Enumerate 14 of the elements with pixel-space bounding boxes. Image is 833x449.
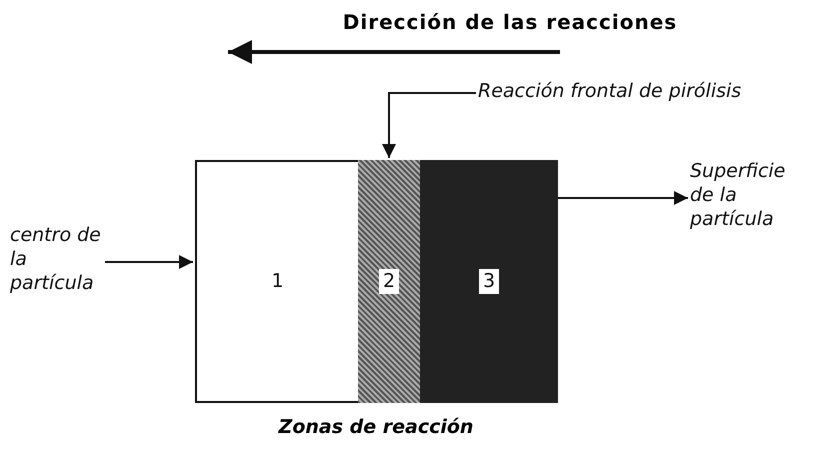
arrow [558,191,688,205]
text-label: Superficie de la partícula [690,160,786,232]
zone-box [420,160,558,403]
heading-text: Dirección de las reacciones [342,10,678,34]
zone-number: 3 [478,269,500,294]
arrow [382,92,476,158]
text-label: centro de la partícula [10,224,102,296]
caption-text: Zonas de reacción [277,416,474,438]
text-label: Reacción frontal de pirólisis [478,80,742,104]
arrow [105,255,193,269]
zone-number: 2 [378,269,400,294]
zone-number: 1 [270,269,285,294]
zone-box [358,160,420,403]
zone-box [195,160,358,403]
